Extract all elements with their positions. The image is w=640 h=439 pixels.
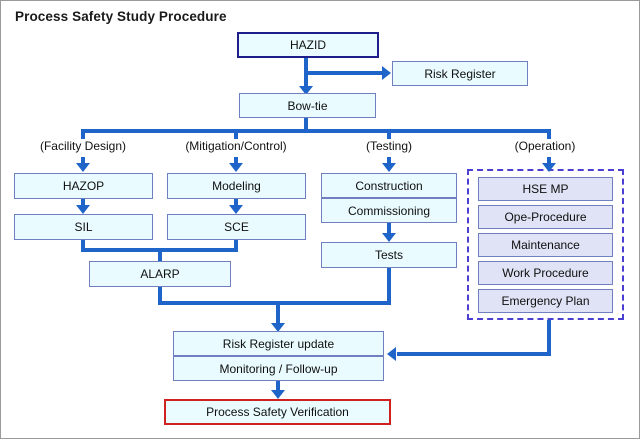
group-label-testing: (Testing) (365, 139, 412, 153)
node-work-procedure-label: Work Procedure (502, 266, 589, 280)
arrowhead-modeling-to-sce (229, 205, 243, 214)
arrowhead-hazop-to-sil (76, 205, 90, 214)
connector-hazid-to-risk-register (304, 71, 384, 75)
node-tests[interactable]: Tests (321, 242, 457, 268)
arrowhead-into-operation-group (542, 163, 556, 172)
connector-operation-down (547, 320, 551, 356)
node-tests-label: Tests (374, 248, 403, 262)
connector-bus-drop-testing (387, 129, 391, 139)
node-ope-procedure[interactable]: Ope-Procedure (478, 205, 613, 229)
page-title: Process Safety Study Procedure (15, 9, 227, 24)
node-monitoring-followup-label: Monitoring / Follow-up (219, 361, 338, 376)
node-hse-mp-label: HSE MP (522, 182, 569, 196)
arrowhead-hazid-to-bowtie (299, 86, 313, 95)
connector-into-construction (387, 157, 391, 167)
connector-tests-down (387, 268, 391, 305)
node-emergency-plan-label: Emergency Plan (501, 294, 590, 308)
group-label-mitigation-control: (Mitigation/Control) (185, 139, 287, 153)
connector-into-modeling (234, 157, 238, 167)
node-risk-register[interactable]: Risk Register (392, 61, 528, 86)
node-hazop[interactable]: HAZOP (14, 173, 153, 199)
group-label-operation: (Operation) (514, 139, 576, 153)
connector-into-operation-group (547, 157, 551, 167)
connector-operation-feedback (397, 352, 551, 356)
connector-bus-drop-facility (81, 129, 85, 139)
node-work-procedure[interactable]: Work Procedure (478, 261, 613, 285)
arrowhead-into-modeling (229, 163, 243, 172)
connector-merge-alarp-tests (158, 301, 391, 305)
node-sil-label: SIL (74, 220, 93, 234)
connector-monitoring-to-verification (276, 381, 280, 394)
node-process-safety-verification[interactable]: Process Safety Verification (164, 399, 391, 425)
node-risk-register-update-label: Risk Register update (222, 336, 335, 351)
arrowhead-into-construction (382, 163, 396, 172)
arrowhead-into-hazop (76, 163, 90, 172)
connector-merge-to-rru (276, 301, 280, 329)
arrowhead-to-tests (382, 233, 396, 242)
node-process-safety-verification-label: Process Safety Verification (206, 405, 349, 419)
node-alarp[interactable]: ALARP (89, 261, 231, 287)
node-monitoring-followup[interactable]: Monitoring / Follow-up (173, 356, 384, 381)
arrowhead-to-risk-register-update (271, 323, 285, 332)
node-hazop-label: HAZOP (62, 179, 105, 193)
connector-into-hazop (81, 157, 85, 167)
node-hazid[interactable]: HAZID (237, 32, 379, 58)
node-commissioning[interactable]: Commissioning (321, 198, 457, 223)
connector-bus-drop-mitigation (234, 129, 238, 139)
node-risk-register-update[interactable]: Risk Register update (173, 331, 384, 356)
connector-bus-drop-operation (547, 129, 551, 139)
connector-bowtie-down (304, 118, 308, 132)
connector-commissioning-to-tests (387, 223, 391, 237)
node-sil[interactable]: SIL (14, 214, 153, 240)
node-bow-tie[interactable]: Bow-tie (239, 93, 376, 118)
node-ope-procedure-label: Ope-Procedure (504, 210, 587, 224)
node-maintenance[interactable]: Maintenance (478, 233, 613, 257)
node-sce-label: SCE (224, 220, 249, 234)
connector-sil-down (81, 240, 85, 252)
arrowhead-operation-feedback (387, 347, 396, 361)
node-commissioning-label: Commissioning (347, 203, 431, 218)
node-bow-tie-label: Bow-tie (287, 98, 328, 113)
connector-modeling-to-sce (234, 199, 238, 209)
node-construction[interactable]: Construction (321, 173, 457, 198)
node-modeling-label: Modeling (212, 179, 261, 193)
arrowhead-to-risk-register (382, 66, 391, 80)
node-risk-register-label: Risk Register (424, 66, 496, 81)
node-sce[interactable]: SCE (167, 214, 306, 240)
node-hazid-label: HAZID (290, 38, 326, 52)
arrowhead-to-verification (271, 390, 285, 399)
node-emergency-plan[interactable]: Emergency Plan (478, 289, 613, 313)
connector-distribution-bus (81, 129, 551, 133)
node-hse-mp[interactable]: HSE MP (478, 177, 613, 201)
group-label-facility-design: (Facility Design) (39, 139, 126, 153)
node-modeling[interactable]: Modeling (167, 173, 306, 199)
connector-hazop-to-sil (81, 199, 85, 209)
connector-alarp-down (158, 287, 162, 305)
connector-merge-to-alarp (158, 248, 162, 262)
node-alarp-label: ALARP (140, 267, 180, 281)
node-construction-label: Construction (355, 178, 423, 193)
connector-sce-down (234, 240, 238, 252)
node-maintenance-label: Maintenance (511, 238, 580, 252)
